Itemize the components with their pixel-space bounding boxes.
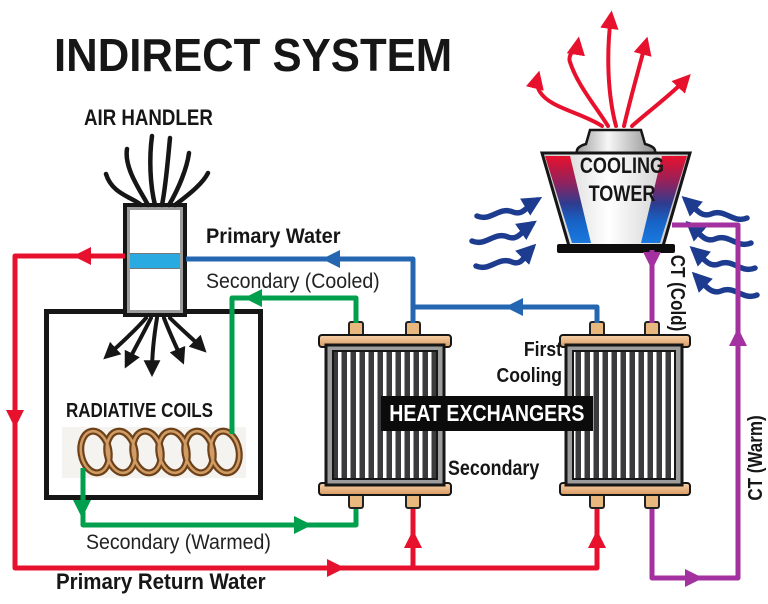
page-title: INDIRECT SYSTEM [54,29,453,81]
air-handler-discharge-lines [103,133,211,208]
secondary-cooled-label: Secondary (Cooled) [206,270,380,293]
flow-arrowheads [6,247,747,587]
heat-exchanger-2 [559,321,691,509]
heat-exchangers-banner: HEAT EXCHANGERS [381,396,593,431]
primary-water-label: Primary Water [206,225,341,248]
air-handler-label: AIR HANDLER [84,105,213,130]
cooling-tower-label: COOLING TOWER [560,152,684,208]
first-cooling-label-line1: First [523,339,562,361]
heat-exchangers-label: HEAT EXCHANGERS [389,400,585,426]
cooling-tower [540,128,692,253]
secondary-warmed-line [80,468,359,528]
first-cooling-label-line2: Cooling [496,365,562,387]
primary-return-water-label: Primary Return Water [56,569,266,594]
air-handler-unit [123,203,187,317]
primary-water-line [186,256,600,323]
secondary-warmed-label: Secondary (Warmed) [86,531,271,554]
cooling-tower-label-line2: TOWER [588,181,656,206]
tower-intake-arrows [469,196,760,300]
ct-warm-line [649,222,741,581]
ct-cold-label: CT (Cold) [666,254,688,332]
air-handler-fan-arrows [103,316,207,378]
secondary-label: Secondary [448,457,540,480]
cooling-tower-label-line1: COOLING [579,153,665,178]
radiative-coils-label: RADIATIVE COILS [66,400,214,422]
chilled-water-band [130,253,180,269]
secondary-cooled-line [229,295,359,434]
ct-warm-label: CT (Warm) [745,415,767,501]
tower-exhaust-arrows [525,10,691,128]
radiative-coil-spring [77,427,243,477]
